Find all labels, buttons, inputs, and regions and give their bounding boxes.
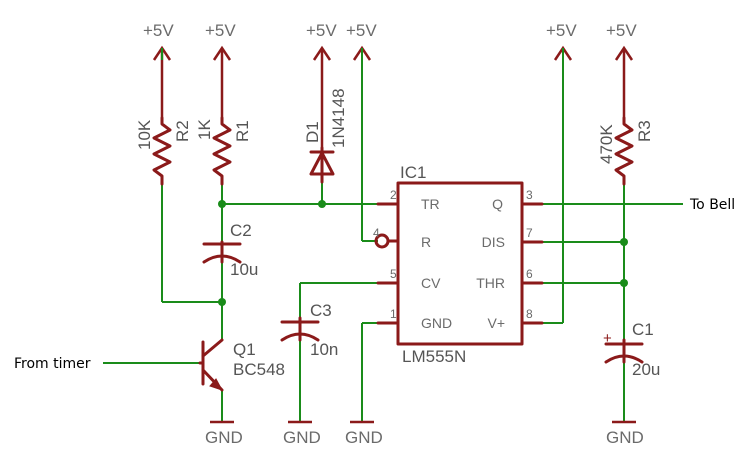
c2-value: 10u xyxy=(230,260,258,279)
r1-value: 1K xyxy=(195,119,214,140)
pin-num-3: 3 xyxy=(526,188,533,202)
c2-ref: C2 xyxy=(230,221,252,240)
pin-num-2: 2 xyxy=(390,188,397,202)
r3-value: 470K xyxy=(597,124,616,164)
d1-ref: D1 xyxy=(303,121,322,143)
gnd-label-c1: GND xyxy=(606,428,644,447)
r2-ref: R2 xyxy=(173,120,192,142)
pin-name-r: R xyxy=(421,234,431,250)
supply-r2: +5V xyxy=(143,21,174,118)
q1-ref: Q1 xyxy=(233,340,256,359)
c1-value: 20u xyxy=(632,360,660,379)
gnd-ic: GND xyxy=(345,420,383,447)
gnd-c3: GND xyxy=(283,420,321,447)
junction-thr xyxy=(620,279,628,287)
gnd-label-ic: GND xyxy=(345,428,383,447)
pin-name-thr: THR xyxy=(476,275,505,291)
gnd-q1: GND xyxy=(205,420,243,447)
supply-label-d1: +5V xyxy=(306,21,337,40)
supply-vcc: +5V xyxy=(546,21,577,61)
r3-ref: R3 xyxy=(635,120,654,142)
c1-ref: C1 xyxy=(632,320,654,339)
pin-name-tr: TR xyxy=(421,196,440,212)
d1-value: 1N4148 xyxy=(329,88,348,148)
junction-diode xyxy=(318,200,326,208)
capacitor-c3: C3 10n xyxy=(280,301,338,359)
c3-ref: C3 xyxy=(310,301,332,320)
supply-r3: +5V xyxy=(606,21,637,118)
supply-label-r3: +5V xyxy=(606,21,637,40)
supply-d1: +5V xyxy=(306,21,337,148)
pin-name-dis: DIS xyxy=(482,234,505,250)
pin-num-8: 8 xyxy=(526,307,533,321)
pin-name-cv: CV xyxy=(421,275,441,291)
gnd-c1: GND xyxy=(606,420,644,447)
output-signal-label: To Bell xyxy=(689,197,735,213)
supply-r1: +5V xyxy=(205,21,236,118)
transistor-q1: Q1 BC548 xyxy=(198,338,285,392)
r2-value: 10K xyxy=(135,119,154,150)
diode-d1: D1 1N4148 xyxy=(303,88,348,184)
supply-label-vcc: +5V xyxy=(546,21,577,40)
reset-inverter-bubble xyxy=(374,233,390,249)
wires xyxy=(103,48,683,422)
pin-num-7: 7 xyxy=(526,226,533,240)
junction-dis xyxy=(620,238,628,246)
resistor-r1: 1K R1 xyxy=(195,116,252,186)
pin-num-4: 4 xyxy=(373,226,380,240)
capacitor-c2: C2 10u xyxy=(202,221,258,279)
pin-name-vplus: V+ xyxy=(487,315,505,331)
ic1-value: LM555N xyxy=(402,347,466,366)
ic1-ref: IC1 xyxy=(400,163,426,182)
input-signal-label: From timer xyxy=(14,356,91,372)
pin-num-6: 6 xyxy=(526,267,533,281)
junction-collector xyxy=(218,298,226,306)
gnd-label-q1: GND xyxy=(205,428,243,447)
supply-label-r1: +5V xyxy=(205,21,236,40)
pin-name-q: Q xyxy=(492,196,503,212)
capacitor-c1: + C1 20u xyxy=(603,320,660,379)
ic1-lm555: IC1 LM555N 2 4 5 1 3 7 6 8 TR R CV GND Q… xyxy=(373,163,544,366)
junction-trigger xyxy=(218,200,226,208)
resistor-r3: 470K R3 xyxy=(597,116,654,186)
pin-num-1: 1 xyxy=(390,307,397,321)
junctions xyxy=(218,200,628,306)
resistor-r2: 10K R2 xyxy=(135,116,192,186)
c1-polarity-plus: + xyxy=(603,330,612,347)
supply-label-reset: +5V xyxy=(346,21,377,40)
pin-name-gnd: GND xyxy=(421,315,452,331)
gnd-label-c3: GND xyxy=(283,428,321,447)
pin-num-5: 5 xyxy=(390,267,397,281)
c3-value: 10n xyxy=(310,340,338,359)
supply-label-r2: +5V xyxy=(143,21,174,40)
q1-value: BC548 xyxy=(233,360,285,379)
r1-ref: R1 xyxy=(233,120,252,142)
